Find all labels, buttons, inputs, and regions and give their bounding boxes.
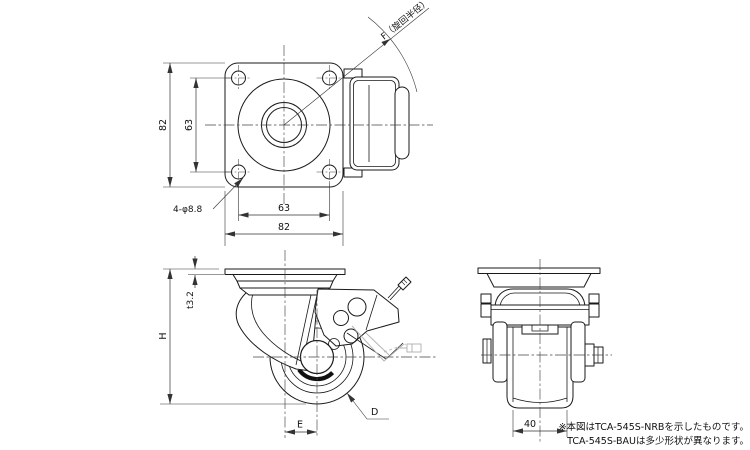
front-view: 40 xyxy=(477,259,612,444)
dim-plate-height: 82 xyxy=(158,62,225,188)
dim-offset: E xyxy=(285,420,317,435)
brake-shoe-arc xyxy=(297,368,335,382)
ghost-dash-line xyxy=(383,343,407,353)
fork-inner-curve xyxy=(251,292,307,364)
side-bolt-right xyxy=(588,303,600,318)
dim-hole-pitch-horizontal: 63 xyxy=(238,183,330,221)
fork-leg-left xyxy=(492,321,508,383)
top-plate-front xyxy=(477,267,601,274)
bracket-hole xyxy=(333,310,349,326)
radius-line xyxy=(283,7,430,126)
dim-total-height-value: H xyxy=(158,332,169,339)
dim-wheel-width-value: 40 xyxy=(524,419,536,430)
dim-wheel-width: 40 xyxy=(512,410,568,437)
pedal-ghost-position xyxy=(351,325,422,362)
pedal-fold-line xyxy=(365,294,378,331)
model-note: ※本図はTCA-545S-NRBを示したものです。 TCA-545S-BAUは多… xyxy=(559,421,749,447)
top-view: F（旋回半径） 82 63 63 82 xyxy=(158,0,433,246)
side-view: H t3.2 E D xyxy=(158,250,436,438)
dim-plate-thickness-value: t3.2 xyxy=(186,291,196,309)
dim-wheel-diameter: D xyxy=(346,392,389,420)
dim-plate-thickness: t3.2 xyxy=(186,256,224,309)
radius-arrowhead xyxy=(381,39,390,46)
bracket-hole xyxy=(343,328,359,344)
rod-line xyxy=(389,286,403,301)
grip-hatch xyxy=(402,278,408,284)
swivel-fork-body xyxy=(235,291,319,372)
dim-hole-pitch-vertical-value: 63 xyxy=(184,119,195,131)
rod-grip xyxy=(397,276,412,291)
fork-strut-line xyxy=(295,294,312,366)
flange-trapezoid xyxy=(486,273,592,288)
top-view-wheel-housing xyxy=(343,68,410,178)
dim-plate-width-value: 82 xyxy=(278,222,290,233)
ghost-pedal-outline xyxy=(351,325,405,362)
housing-cap xyxy=(394,86,410,160)
dim-wheel-diameter-value: D xyxy=(371,407,378,418)
bracket-hole-partial xyxy=(328,338,340,350)
dim-hole-pitch-vertical: 63 xyxy=(184,77,231,173)
dim-plate-width: 82 xyxy=(224,191,344,246)
side-bolt-left xyxy=(480,293,492,304)
bolt-hole-callout: 4-φ8.8 xyxy=(173,177,244,215)
bracket-hole xyxy=(347,297,367,317)
fork-leg-right xyxy=(570,321,586,383)
bolt-holes xyxy=(225,65,343,185)
swivel-radius-arc xyxy=(367,16,418,93)
bolt-hole-crosshairs xyxy=(225,65,343,185)
model-note-line1: ※本図はTCA-545S-NRBを示したものです。 xyxy=(559,421,749,433)
side-bolt-right xyxy=(588,293,600,304)
rod-line xyxy=(387,284,401,299)
side-bolt-left xyxy=(480,303,492,318)
grip-hatch xyxy=(400,280,406,286)
ghost-grip xyxy=(406,343,422,353)
leader-line xyxy=(346,392,368,420)
brake-release-rod xyxy=(387,276,412,301)
bolt-hole-label: 4-φ8.8 xyxy=(173,205,202,215)
brake-bracket xyxy=(314,288,400,347)
dim-total-height: H xyxy=(158,268,306,405)
dim-hole-pitch-horizontal-value: 63 xyxy=(278,203,290,214)
dim-offset-value: E xyxy=(297,420,303,431)
leader-line xyxy=(212,177,244,210)
model-note-line2: TCA-545S-BAUは多少形状が異なります。 xyxy=(566,435,749,447)
swivel-radius-label: F（旋回半径） xyxy=(378,0,432,42)
dim-plate-height-value: 82 xyxy=(158,119,169,131)
housing-outline xyxy=(349,76,400,171)
